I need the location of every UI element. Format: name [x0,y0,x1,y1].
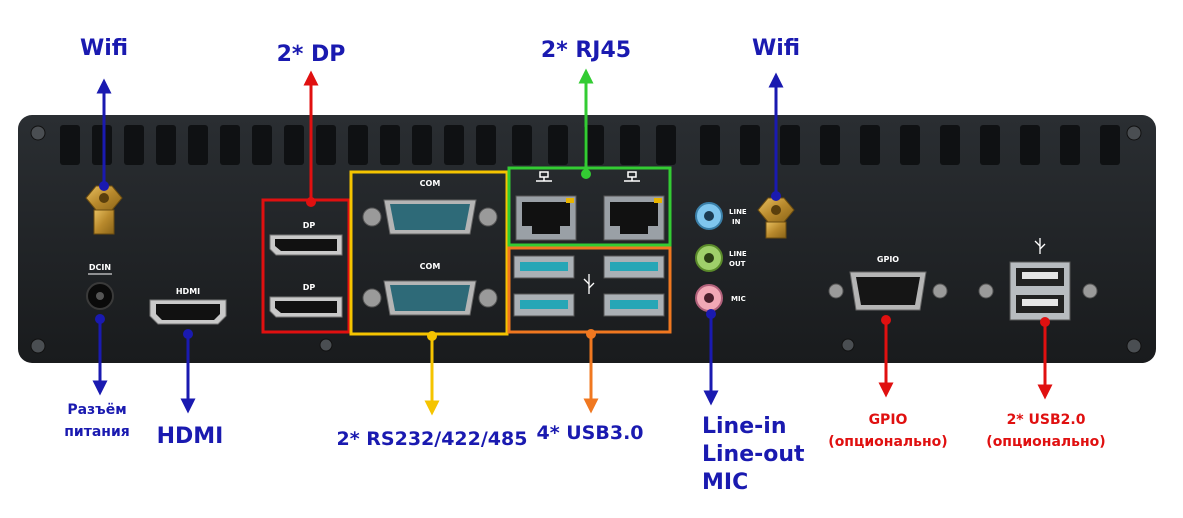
audio-label-line1: Line-in [702,414,787,439]
gpio-label-line2: (опционально) [828,434,948,450]
callout-arrow-usb3 [583,329,599,414]
usb3-ports [513,255,665,317]
line-in-silkscreen-2: IN [732,218,741,226]
callout-arrow-gpio [878,315,894,398]
gpio-silkscreen: GPIO [877,255,899,264]
usb3-label: 4* USB3.0 [536,422,644,444]
hdmi-silkscreen: HDMI [176,287,200,296]
line-out-silkscreen-1: LINE [729,250,747,258]
dp-top-silkscreen: DP [303,221,316,230]
gpio-port: GPIO [828,255,948,311]
rj45-ports [515,171,665,241]
usb2-label-line1: 2* USB2.0 [1006,412,1086,428]
hdmi-port: HDMI [149,287,227,325]
power-label-line2: питания [64,424,130,440]
callout-arrow-wifi-right [768,72,784,201]
rj45-label: 2* RJ45 [540,38,632,63]
wifi-connector-left [85,185,123,235]
dp-bottom-silkscreen: DP [303,283,316,292]
line-in-silkscreen-1: LINE [729,208,747,216]
callout-arrow-wifi-left [96,78,112,191]
audio-label-line2: Line-out [702,442,805,467]
dc-power-jack: DCIN [86,263,114,310]
dp-label: 2* DP [276,42,346,67]
power-label-line1: Разъём [67,402,127,418]
usb2-ports [978,238,1098,321]
com-top-silkscreen: COM [420,179,441,188]
wifi-connector-right [757,197,795,239]
callout-arrow-rj45 [578,68,594,179]
mic-silkscreen: MIC [731,295,746,303]
dcin-silkscreen: DCIN [89,263,111,272]
callout-arrow-dp [303,70,319,207]
com-ports: COM COM [362,179,498,316]
callout-arrow-audio [703,309,719,406]
wifi-left-label: Wifi [79,36,129,61]
wifi-right-label: Wifi [751,36,801,61]
gpio-label-line1: GPIO [868,412,908,428]
rj45-highlight-box [507,166,672,247]
usb2-label-line2: (опционально) [986,434,1106,450]
callout-arrow-power [92,314,108,396]
callout-arrow-serial [424,331,440,416]
line-out-silkscreen-2: OUT [729,260,746,268]
dp-highlight-box [261,198,351,334]
callout-arrow-usb2 [1037,317,1053,400]
serial-label: 2* RS232/422/485 [336,428,528,450]
callout-arrow-hdmi [180,329,196,414]
audio-jacks: LINE IN LINE OUT MIC [695,202,747,312]
displayport-ports: DP DP [269,221,343,318]
hdmi-label: HDMI [156,424,224,449]
com-bottom-silkscreen: COM [420,262,441,271]
audio-label-line3: MIC [702,470,749,495]
